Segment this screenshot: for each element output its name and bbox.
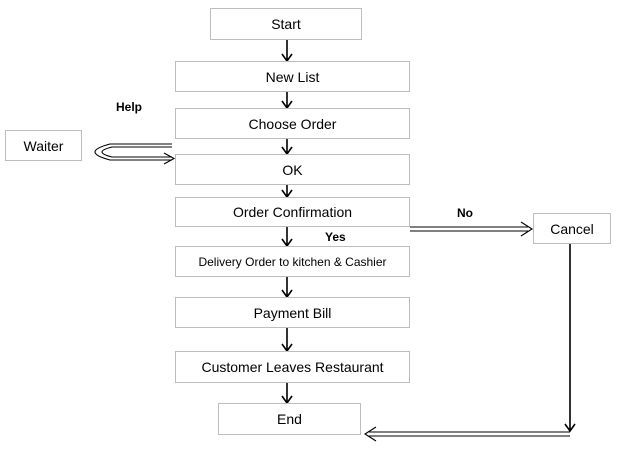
- delivery-order-node: Delivery Order to kitchen & Cashier: [175, 246, 410, 277]
- waiter-node: Waiter: [5, 130, 82, 161]
- help-arrow: [94, 143, 176, 165]
- order-confirmation-node: Order Confirmation: [175, 197, 410, 227]
- payment-bill-node: Payment Bill: [175, 297, 410, 328]
- customer-leaves-node: Customer Leaves Restaurant: [175, 351, 410, 383]
- arrow-payment-leaves: [281, 328, 293, 353]
- choose-order-node: Choose Order: [175, 108, 410, 139]
- arrow-choose-ok: [281, 139, 293, 156]
- arrow-newlist-choose: [281, 92, 293, 110]
- arrow-leaves-end: [281, 383, 293, 405]
- arrow-cancel-down: [564, 243, 576, 433]
- yes-label: Yes: [325, 230, 346, 244]
- help-label: Help: [116, 100, 143, 114]
- arrow-ok-confirm: [281, 185, 293, 199]
- no-arrow: [410, 221, 534, 237]
- end-node: End: [218, 403, 361, 435]
- arrow-delivery-payment: [281, 277, 293, 299]
- new-list-node: New List: [175, 61, 410, 92]
- ok-node: OK: [175, 154, 410, 185]
- start-node: Start: [210, 8, 362, 40]
- cancel-node: Cancel: [533, 213, 611, 244]
- arrow-start-newlist: [281, 40, 293, 63]
- return-arrow: [363, 426, 570, 442]
- arrow-confirm-delivery: [281, 227, 293, 248]
- no-label: No: [457, 206, 473, 220]
